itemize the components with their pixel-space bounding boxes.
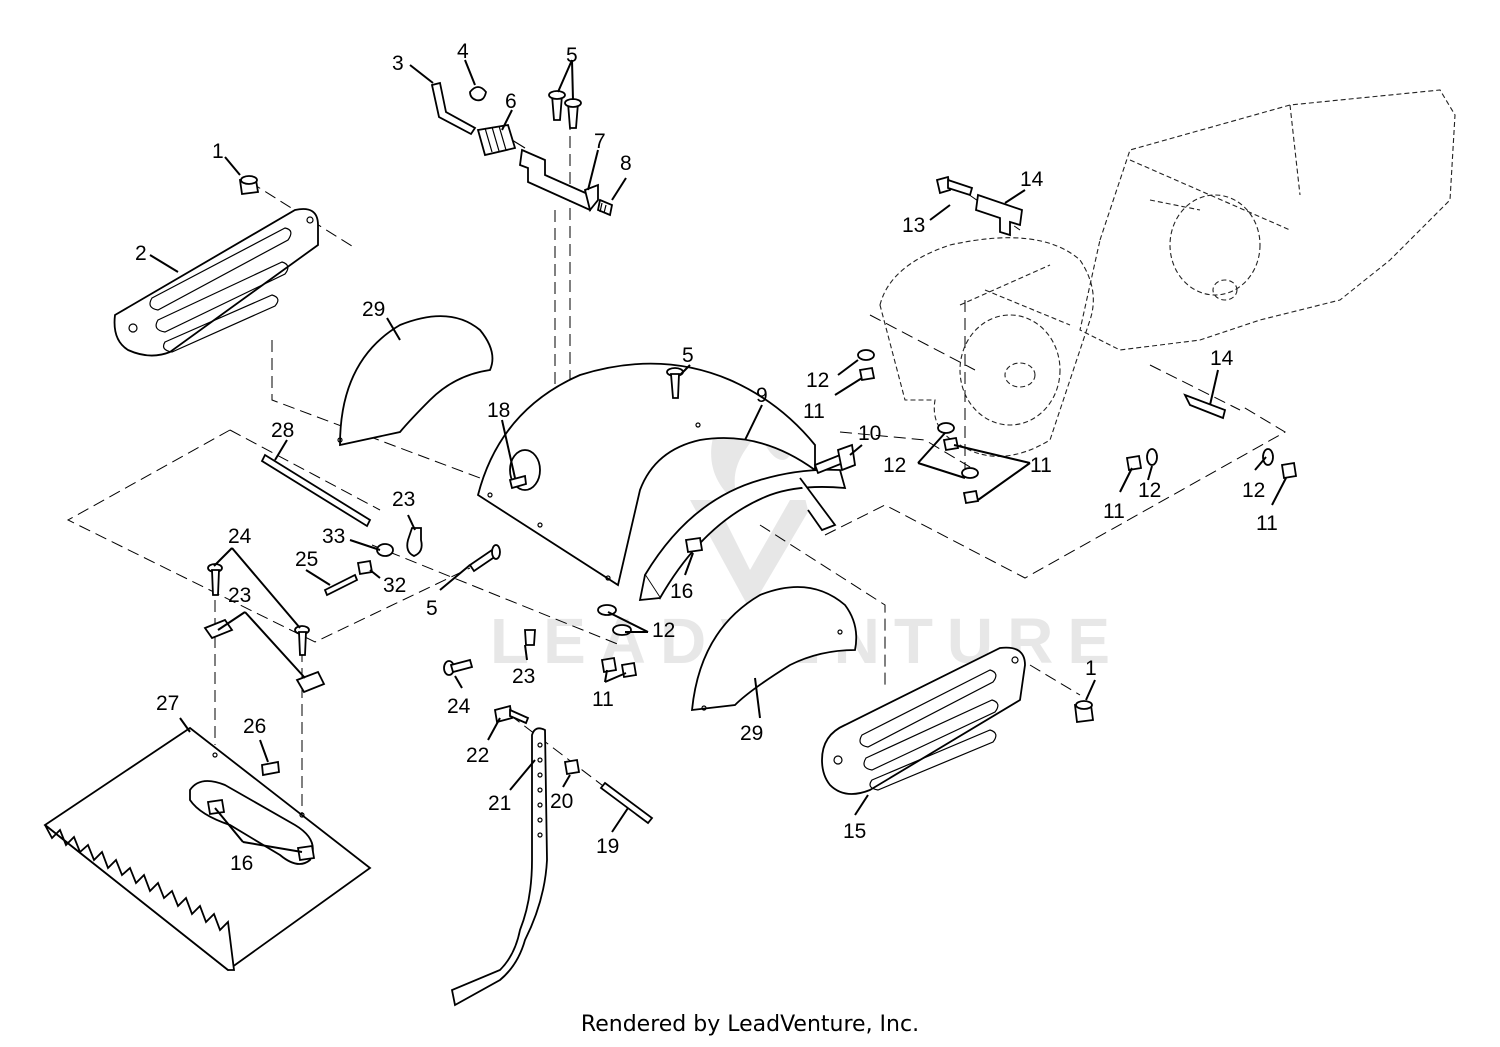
callout-19: 19: [596, 835, 619, 858]
callout-32: 32: [383, 574, 406, 597]
part-29-right-fender-shield: [690, 586, 858, 712]
part-5-bolts-top: [548, 90, 582, 129]
part-9-hood-flap: [638, 468, 847, 602]
callout-14: 14: [1020, 168, 1044, 191]
part-24-bolt-left: [207, 563, 223, 596]
callout-11: 11: [1103, 500, 1125, 523]
part-5-hood-bolt-top: [666, 367, 684, 399]
part-1-flange-nut-right: [1073, 700, 1095, 724]
callout-23: 23: [228, 584, 251, 607]
part-20-nut: [563, 758, 581, 776]
callout-5: 5: [426, 597, 438, 620]
callout-24: 24: [447, 695, 471, 718]
callout-27: 27: [156, 692, 179, 715]
part-23-clamp-upper: [406, 527, 423, 557]
part-14-bracket-lower: [1183, 393, 1227, 420]
part-24-bolt-lower: [443, 658, 474, 676]
part-5-hood-bolt-side: [468, 544, 501, 573]
callout-21: 21: [488, 792, 511, 815]
part-10-bolt: [813, 443, 856, 475]
callout-3: 3: [392, 52, 404, 75]
part-25-pin: [323, 573, 359, 597]
part-18-screw: [508, 474, 527, 490]
callout-25: 25: [295, 548, 318, 571]
footer-credit: Rendered by LeadVenture, Inc.: [580, 1012, 920, 1037]
callout-5: 5: [566, 44, 578, 67]
part-7-bracket: [519, 148, 599, 212]
part-27-drag-bar: [43, 726, 372, 972]
callout-24: 24: [228, 525, 252, 548]
callout-33: 33: [322, 525, 345, 548]
callout-23: 23: [512, 665, 535, 688]
part-6-spring: [476, 123, 526, 157]
callout-20: 20: [550, 790, 573, 813]
callout-12: 12: [883, 454, 906, 477]
callouts: 1 1 2 3 4 5 5 5 6 7 8 9 10 11 11 11 11 1…: [135, 40, 1278, 875]
callout-14: 14: [1210, 347, 1234, 370]
leader-lines: [149, 59, 1287, 853]
part-14-bracket-upper: [975, 193, 1023, 237]
callout-4: 4: [457, 40, 469, 63]
callout-29: 29: [740, 722, 763, 745]
part-22-bolt: [493, 704, 530, 725]
callout-13: 13: [902, 214, 925, 237]
part-24-bolt-right: [294, 625, 310, 656]
callout-11: 11: [1256, 512, 1278, 535]
part-2-left-side-plate: [113, 208, 319, 357]
callout-29: 29: [362, 298, 385, 321]
callout-15: 15: [843, 820, 866, 843]
part-21-depth-bar: [450, 727, 548, 1007]
part-8-screw: [596, 198, 614, 217]
callout-11: 11: [803, 400, 825, 423]
callout-23: 23: [392, 488, 415, 511]
callout-6: 6: [505, 90, 517, 113]
hardware-11-12: [597, 349, 1298, 679]
callout-22: 22: [466, 744, 489, 767]
callout-26: 26: [243, 715, 266, 738]
callout-9: 9: [756, 384, 768, 407]
part-23-clamps-lower: [203, 618, 536, 694]
callout-5: 5: [682, 344, 694, 367]
part-3-lock-pin: [430, 81, 477, 136]
part-1-flange-nut-left: [238, 175, 260, 196]
callout-12: 12: [1242, 479, 1265, 502]
callout-1: 1: [212, 140, 224, 163]
part-32-nut: [356, 559, 374, 576]
callout-12: 12: [806, 369, 829, 392]
part-19-pin: [599, 781, 654, 825]
callout-12: 12: [652, 619, 675, 642]
gearbox-housing-outline: [879, 89, 1456, 457]
callout-11: 11: [1030, 454, 1052, 477]
part-16-nut-upper: [684, 536, 704, 554]
callout-7: 7: [594, 130, 606, 153]
part-28-rod: [260, 453, 372, 528]
part-29-left-fender-shield: [337, 315, 494, 447]
callout-18: 18: [487, 399, 510, 422]
callout-28: 28: [271, 419, 294, 442]
callout-1: 1: [1085, 657, 1097, 680]
callout-2: 2: [135, 242, 147, 265]
callout-8: 8: [620, 152, 632, 175]
callout-11: 11: [592, 688, 614, 711]
callout-10: 10: [858, 422, 881, 445]
part-13-bolt: [935, 175, 974, 197]
callout-16: 16: [670, 580, 693, 603]
part-4-hair-clip: [469, 86, 487, 102]
part-26-decal: [261, 760, 280, 777]
part-15-right-side-plate: [821, 646, 1026, 795]
callout-12: 12: [1138, 479, 1161, 502]
callout-16: 16: [230, 852, 253, 875]
part-9-tine-hood: [476, 362, 816, 587]
